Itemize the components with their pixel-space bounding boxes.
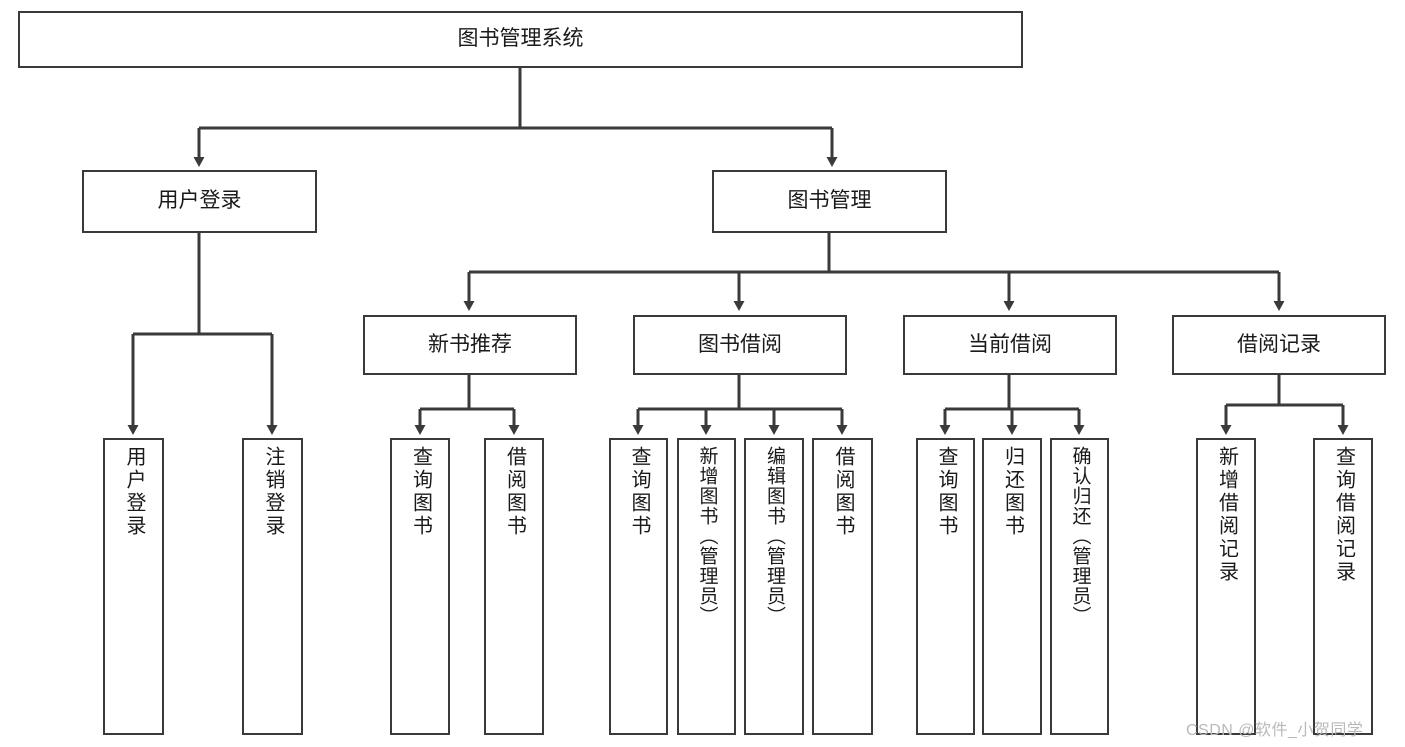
leaf-add-book-label: 新增图书（管理员） xyxy=(696,446,718,626)
leaf-borrow-book-1-label: 借阅图书 xyxy=(503,446,526,538)
node-book-management-label: 图书管理 xyxy=(787,189,872,213)
leaf-edit-book[interactable]: 编辑图书（管理员） xyxy=(744,438,804,735)
node-new-book-recommend[interactable]: 新书推荐 xyxy=(363,315,577,375)
leaf-add-record[interactable]: 新增借阅记录 xyxy=(1196,438,1256,735)
node-book-management[interactable]: 图书管理 xyxy=(712,170,947,233)
leaf-query-book-2[interactable]: 查询图书 xyxy=(609,438,668,735)
leaf-edit-book-label: 编辑图书（管理员） xyxy=(763,446,785,626)
leaf-borrow-book-1[interactable]: 借阅图书 xyxy=(484,438,544,735)
leaf-add-book[interactable]: 新增图书（管理员） xyxy=(677,438,736,735)
leaf-borrow-book-2[interactable]: 借阅图书 xyxy=(812,438,873,735)
leaf-query-book-2-label: 查询图书 xyxy=(628,446,650,538)
node-borrow-record[interactable]: 借阅记录 xyxy=(1172,315,1386,375)
leaf-query-book-1[interactable]: 查询图书 xyxy=(390,438,450,735)
node-borrow-record-label: 借阅记录 xyxy=(1237,332,1321,356)
leaf-query-record[interactable]: 查询借阅记录 xyxy=(1313,438,1373,735)
node-book-borrow-label: 图书借阅 xyxy=(698,332,782,356)
leaf-query-book-3[interactable]: 查询图书 xyxy=(916,438,975,735)
leaf-return-book[interactable]: 归还图书 xyxy=(982,438,1042,735)
node-root-label: 图书管理系统 xyxy=(457,27,584,51)
node-book-borrow[interactable]: 图书借阅 xyxy=(633,315,847,375)
leaf-logout-label: 注销登录 xyxy=(262,446,284,538)
node-user-login[interactable]: 用户登录 xyxy=(82,170,317,233)
leaf-user-login[interactable]: 用户登录 xyxy=(103,438,164,735)
leaf-add-record-label: 新增借阅记录 xyxy=(1215,446,1238,584)
watermark: CSDN @软件_小贺同学 xyxy=(1186,722,1364,739)
node-user-login-label: 用户登录 xyxy=(157,189,242,213)
leaf-borrow-book-2-label: 借阅图书 xyxy=(832,446,854,538)
leaf-query-book-3-label: 查询图书 xyxy=(935,446,957,538)
leaf-confirm-return[interactable]: 确认归还（管理员） xyxy=(1050,438,1109,735)
leaf-logout[interactable]: 注销登录 xyxy=(242,438,303,735)
leaf-query-book-1-label: 查询图书 xyxy=(409,446,432,538)
leaf-confirm-return-label: 确认归还（管理员） xyxy=(1069,446,1091,626)
leaf-query-record-label: 查询借阅记录 xyxy=(1332,446,1355,584)
node-current-borrow-label: 当前借阅 xyxy=(968,332,1052,356)
leaf-return-book-label: 归还图书 xyxy=(1001,446,1024,538)
node-new-book-recommend-label: 新书推荐 xyxy=(428,332,512,356)
node-root[interactable]: 图书管理系统 xyxy=(18,11,1023,68)
leaf-user-login-label: 用户登录 xyxy=(123,446,145,538)
node-current-borrow[interactable]: 当前借阅 xyxy=(903,315,1117,375)
